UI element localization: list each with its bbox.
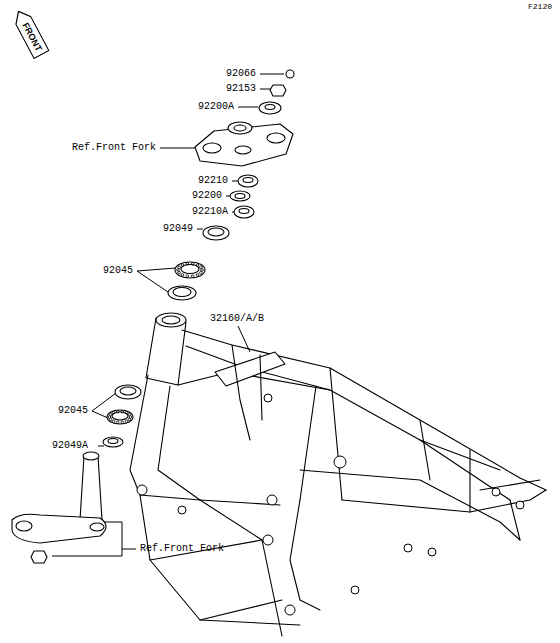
bearing-roller bbox=[178, 266, 181, 269]
bearing-roller bbox=[191, 263, 194, 266]
bearing-roller bbox=[196, 264, 199, 267]
direction-arrow: FRONT bbox=[10, 7, 49, 60]
bearing-roller bbox=[191, 275, 194, 278]
top-clamp bbox=[195, 124, 293, 166]
callout-number: Ref.Front Fork bbox=[72, 142, 156, 154]
callout-number: Ref.Front Fork bbox=[140, 543, 224, 555]
arrow-label: FRONT bbox=[10, 7, 49, 60]
callout-number: 92210A bbox=[192, 206, 228, 218]
figure-code: F2120 bbox=[528, 1, 552, 13]
bearing-roller bbox=[128, 413, 131, 416]
bearing-roller bbox=[121, 421, 124, 424]
bearing-roller bbox=[116, 421, 119, 424]
callout-number: 92049A bbox=[52, 440, 88, 452]
callout-number: 92045 bbox=[103, 265, 133, 277]
bearing-roller bbox=[125, 411, 128, 414]
bearing-roller bbox=[186, 275, 189, 278]
arrow-shape bbox=[11, 7, 49, 58]
head-tube bbox=[146, 318, 186, 385]
bearing-roller bbox=[116, 410, 119, 413]
bearing-roller bbox=[181, 264, 184, 267]
frame-bolts bbox=[137, 394, 524, 615]
callout-number: 92045 bbox=[58, 405, 88, 417]
bearing-roller bbox=[121, 410, 124, 413]
bearing-roller bbox=[200, 266, 203, 269]
bearing bbox=[175, 262, 205, 278]
bearing-roller bbox=[201, 269, 204, 272]
bearing-roller bbox=[177, 269, 180, 272]
frame bbox=[130, 330, 546, 636]
bearing-roller bbox=[125, 420, 128, 423]
callout-number: 92066 bbox=[226, 68, 256, 80]
bearing-roller bbox=[112, 411, 115, 414]
lower-clamp bbox=[12, 514, 106, 543]
bearing-roller bbox=[109, 413, 112, 416]
callout-number: 32160/A/B bbox=[210, 313, 264, 325]
bearing-roller bbox=[181, 274, 184, 277]
callout-number: 92153 bbox=[226, 83, 256, 95]
callout-number: 92049 bbox=[163, 223, 193, 235]
bearing-roller bbox=[200, 271, 203, 274]
nut bbox=[31, 551, 47, 563]
callout-number: 92210 bbox=[198, 175, 228, 187]
bearing-roller bbox=[196, 274, 199, 277]
steering-stem bbox=[80, 456, 102, 520]
stem-nut bbox=[270, 85, 286, 96]
locknut bbox=[238, 175, 258, 187]
callout-number: 92200A bbox=[198, 101, 234, 113]
cap bbox=[286, 70, 294, 78]
bearing-roller bbox=[112, 420, 115, 423]
bearing-roller bbox=[128, 418, 131, 421]
bearing-roller bbox=[178, 271, 181, 274]
callout-number: 92200 bbox=[192, 190, 222, 202]
steering-parts bbox=[12, 70, 294, 563]
bearing-roller bbox=[186, 263, 189, 266]
